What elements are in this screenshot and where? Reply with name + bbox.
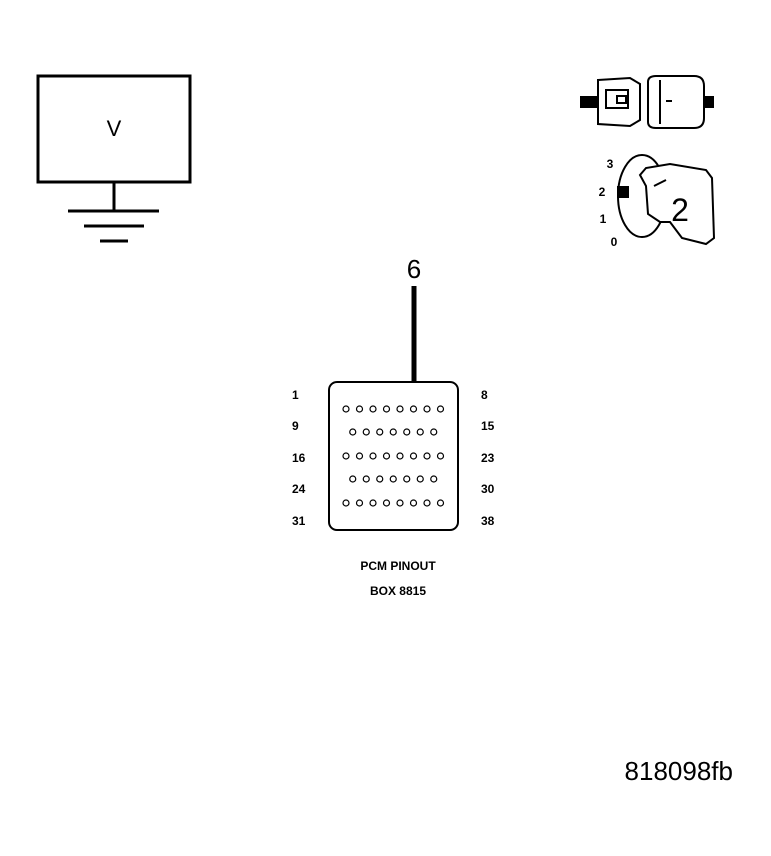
connector-pin <box>436 452 445 460</box>
connector-pin <box>369 452 377 460</box>
connector-pin <box>403 428 411 436</box>
key-position-3: 3 <box>607 157 614 171</box>
key-selected-position: 2 <box>671 192 689 228</box>
connector-pin <box>369 499 377 507</box>
row-start-label: 24 <box>292 482 306 496</box>
connector-pin <box>423 499 431 507</box>
ignition-key-icon: 3 2 1 0 2 <box>599 154 716 249</box>
row-start-label: 9 <box>292 419 299 433</box>
connector-pin <box>355 452 364 460</box>
connector-disconnect-icon <box>580 75 714 129</box>
connector-caption: PCM PINOUT <box>360 559 436 573</box>
connector-pin <box>362 428 370 436</box>
connector-pin <box>409 405 418 413</box>
connector-pin <box>396 499 404 507</box>
row-start-label: 1 <box>292 388 299 402</box>
pointer-pin-number: 6 <box>407 254 421 284</box>
connector-pin <box>409 452 418 460</box>
connector-pin <box>430 428 438 436</box>
connector-pin <box>382 452 391 460</box>
connector-box-caption: BOX 8815 <box>370 584 426 598</box>
connector-pin <box>436 405 445 413</box>
connector-pin <box>382 499 391 507</box>
connector-pin <box>416 428 424 436</box>
key-position-marker <box>617 186 629 198</box>
connector-pin <box>349 428 357 436</box>
row-end-label: 23 <box>481 451 495 465</box>
voltmeter-symbol: V <box>107 116 122 141</box>
ground-icon <box>68 182 159 243</box>
connector-pin <box>396 405 404 413</box>
key-position-1: 1 <box>600 212 607 226</box>
connector-pin <box>436 499 445 507</box>
connector-pin <box>342 405 350 413</box>
connector-pin <box>396 452 404 460</box>
row-end-label: 30 <box>481 482 495 496</box>
connector-pin <box>409 499 418 507</box>
connector-pin <box>403 475 411 483</box>
row-end-label: 8 <box>481 388 488 402</box>
row-labels: 1 8 9 15 16 23 24 30 31 38 <box>292 388 495 528</box>
connector-pin <box>342 499 350 507</box>
voltmeter: V <box>36 74 192 243</box>
figure-id: 818098fb <box>625 756 733 786</box>
key-position-2: 2 <box>599 185 606 199</box>
connector-pin <box>362 475 370 483</box>
connector-pin <box>355 405 364 413</box>
row-end-label: 38 <box>481 514 495 528</box>
connector-pin <box>355 499 364 507</box>
connector-pin <box>423 452 431 460</box>
voltmeter-box <box>36 74 192 184</box>
row-end-label: 15 <box>481 419 495 433</box>
connector-pin <box>389 475 397 483</box>
connector-pin <box>430 475 438 483</box>
row-start-label: 31 <box>292 514 306 528</box>
connector-pin <box>376 475 384 483</box>
connector-pin <box>382 405 391 413</box>
connector-pin <box>369 405 377 413</box>
connector-pin <box>376 428 384 436</box>
pin-rows <box>342 405 445 507</box>
pcm-connector: 1 8 9 15 16 23 24 30 31 38 <box>292 381 495 531</box>
connector-pin <box>416 475 424 483</box>
row-start-label: 16 <box>292 451 306 465</box>
connector-pin <box>389 428 397 436</box>
connector-pin <box>423 405 431 413</box>
connector-pin <box>342 452 350 460</box>
key-position-0: 0 <box>611 235 618 249</box>
connector-pin <box>349 475 357 483</box>
connector-face <box>328 381 459 531</box>
